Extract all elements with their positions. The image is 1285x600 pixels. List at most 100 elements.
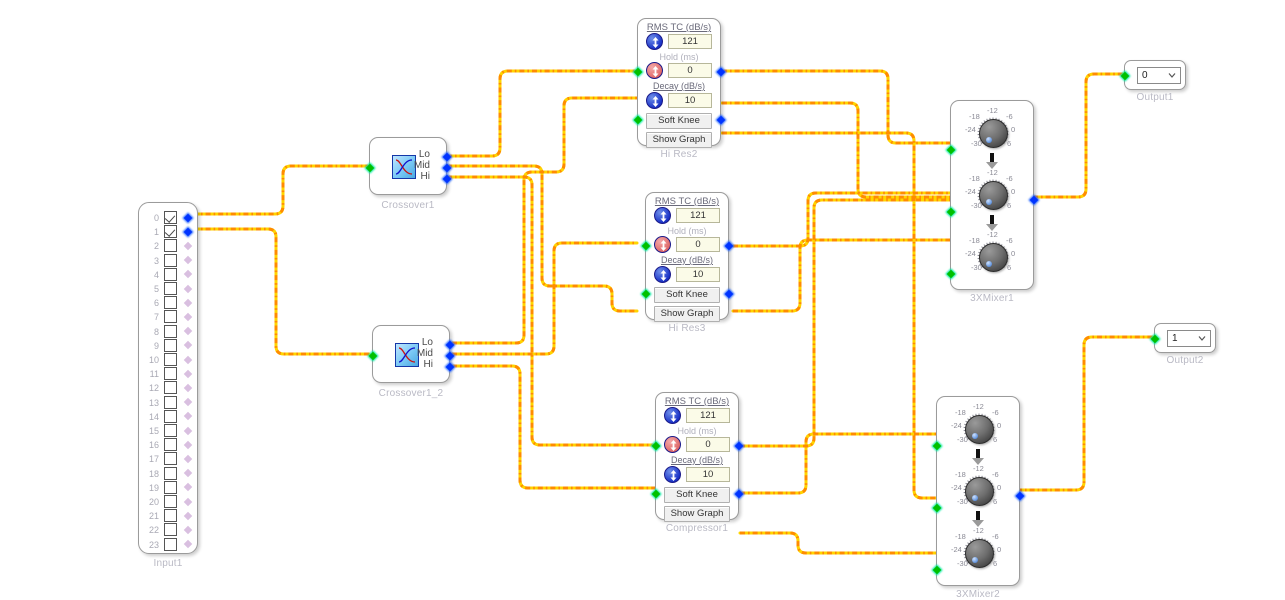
channel-row-20[interactable]: 20	[139, 495, 199, 509]
channel-checkbox-9[interactable]	[164, 339, 177, 352]
hi-res2-decay-spinner[interactable]	[646, 92, 663, 109]
crossover1-2-output-pin-mid[interactable]	[445, 351, 454, 360]
channel-output-pin-21[interactable]	[183, 511, 192, 520]
channel-checkbox-14[interactable]	[164, 410, 177, 423]
3xmixer2-input-pin-1[interactable]	[932, 441, 941, 450]
channel-row-8[interactable]: 8	[139, 325, 199, 339]
hi-res2-output-pin-2[interactable]	[716, 115, 725, 124]
channel-checkbox-18[interactable]	[164, 467, 177, 480]
channel-checkbox-3[interactable]	[164, 254, 177, 267]
output2-input-pin[interactable]	[1150, 334, 1159, 343]
channel-output-pin-10[interactable]	[183, 355, 192, 364]
output-block-output1[interactable]: 0	[1124, 60, 1186, 90]
channel-output-pin-11[interactable]	[183, 369, 192, 378]
channel-output-pin-23[interactable]	[183, 540, 192, 549]
channel-checkbox-20[interactable]	[164, 495, 177, 508]
channel-row-19[interactable]: 19	[139, 481, 199, 495]
3xmixer2-gain-knob-1[interactable]	[965, 415, 994, 444]
channel-row-17[interactable]: 17	[139, 452, 199, 466]
3xmixer2-gain-knob-3[interactable]	[965, 539, 994, 568]
hi-res3-output-pin-1[interactable]	[724, 241, 733, 250]
channel-output-pin-9[interactable]	[183, 341, 192, 350]
3xmixer1-input-pin-3[interactable]	[946, 269, 955, 278]
channel-row-15[interactable]: 15	[139, 424, 199, 438]
compressor1-decay-value[interactable]: 10	[686, 467, 730, 482]
channel-output-pin-5[interactable]	[183, 284, 192, 293]
channel-checkbox-6[interactable]	[164, 296, 177, 309]
compressor1-hold-spinner[interactable]	[664, 436, 681, 453]
hi-res3-output-pin-2[interactable]	[724, 289, 733, 298]
channel-checkbox-16[interactable]	[164, 438, 177, 451]
channel-row-1[interactable]: 1	[139, 225, 199, 239]
channel-output-pin-7[interactable]	[183, 312, 192, 321]
channel-checkbox-10[interactable]	[164, 353, 177, 366]
3xmixer2-gain-knob-2[interactable]	[965, 477, 994, 506]
compressor1-output-pin-1[interactable]	[734, 441, 743, 450]
channel-checkbox-11[interactable]	[164, 367, 177, 380]
hi-res2-output-pin-1[interactable]	[716, 67, 725, 76]
channel-row-7[interactable]: 7	[139, 310, 199, 324]
channel-checkbox-8[interactable]	[164, 325, 177, 338]
crossover-block-crossover1-2[interactable]: Lo Mid Hi	[372, 325, 450, 383]
3xmixer1-gain-knob-3[interactable]	[979, 243, 1008, 272]
3xmixer1-gain-knob-2[interactable]	[979, 181, 1008, 210]
channel-output-pin-1[interactable]	[183, 227, 192, 236]
hi-res3-soft-knee-button[interactable]: Soft Knee	[654, 287, 720, 303]
channel-row-21[interactable]: 21	[139, 509, 199, 523]
channel-checkbox-12[interactable]	[164, 381, 177, 394]
hi-res2-show-graph-button[interactable]: Show Graph	[646, 132, 712, 148]
channel-output-pin-4[interactable]	[183, 270, 192, 279]
channel-checkbox-13[interactable]	[164, 396, 177, 409]
3xmixer1-input-pin-1[interactable]	[946, 145, 955, 154]
compressor1-output-pin-2[interactable]	[734, 489, 743, 498]
channel-output-pin-14[interactable]	[183, 412, 192, 421]
channel-row-13[interactable]: 13	[139, 396, 199, 410]
hi-res3-show-graph-button[interactable]: Show Graph	[654, 306, 720, 322]
crossover1-output-pin-mid[interactable]	[442, 163, 451, 172]
hi-res3-input-pin-2[interactable]	[641, 289, 650, 298]
channel-row-10[interactable]: 10	[139, 353, 199, 367]
channel-row-18[interactable]: 18	[139, 467, 199, 481]
crossover1-output-pin-lo[interactable]	[442, 152, 451, 161]
hi-res2-decay-value[interactable]: 10	[668, 93, 712, 108]
3xmixer2-input-pin-3[interactable]	[932, 565, 941, 574]
channel-output-pin-16[interactable]	[183, 440, 192, 449]
channel-output-pin-22[interactable]	[183, 525, 192, 534]
hi-res3-hold-value[interactable]: 0	[676, 237, 720, 252]
3xmixer1-gain-knob-1[interactable]	[979, 119, 1008, 148]
hi-res3-decay-value[interactable]: 10	[676, 267, 720, 282]
output-block-output2[interactable]: 1	[1154, 323, 1216, 353]
channel-checkbox-1[interactable]	[164, 225, 177, 238]
compressor1-input-pin-1[interactable]	[651, 441, 660, 450]
channel-row-2[interactable]: 2	[139, 239, 199, 253]
channel-checkbox-4[interactable]	[164, 268, 177, 281]
3xmixer1-output-pin[interactable]	[1029, 195, 1038, 204]
crossover1-2-output-pin-hi[interactable]	[445, 362, 454, 371]
hi-res3-input-pin-1[interactable]	[641, 241, 650, 250]
compressor1-show-graph-button[interactable]: Show Graph	[664, 506, 730, 522]
channel-output-pin-13[interactable]	[183, 398, 192, 407]
output1-input-pin[interactable]	[1120, 71, 1129, 80]
channel-checkbox-22[interactable]	[164, 523, 177, 536]
channel-checkbox-21[interactable]	[164, 509, 177, 522]
channel-output-pin-2[interactable]	[183, 241, 192, 250]
hi-res2-input-pin-1[interactable]	[633, 67, 642, 76]
channel-output-pin-15[interactable]	[183, 426, 192, 435]
hi-res3-decay-spinner[interactable]	[654, 266, 671, 283]
channel-row-11[interactable]: 11	[139, 367, 199, 381]
channel-row-14[interactable]: 14	[139, 410, 199, 424]
hi-res2-rms-value[interactable]: 121	[668, 34, 712, 49]
hi-res3-rms-spinner[interactable]	[654, 207, 671, 224]
channel-row-22[interactable]: 22	[139, 523, 199, 537]
crossover-block-crossover1[interactable]: Lo Mid Hi	[369, 137, 447, 195]
channel-checkbox-23[interactable]	[164, 538, 177, 551]
channel-checkbox-19[interactable]	[164, 481, 177, 494]
channel-output-pin-6[interactable]	[183, 298, 192, 307]
channel-output-pin-17[interactable]	[183, 454, 192, 463]
crossover1-2-output-pin-lo[interactable]	[445, 340, 454, 349]
channel-checkbox-0[interactable]	[164, 211, 177, 224]
